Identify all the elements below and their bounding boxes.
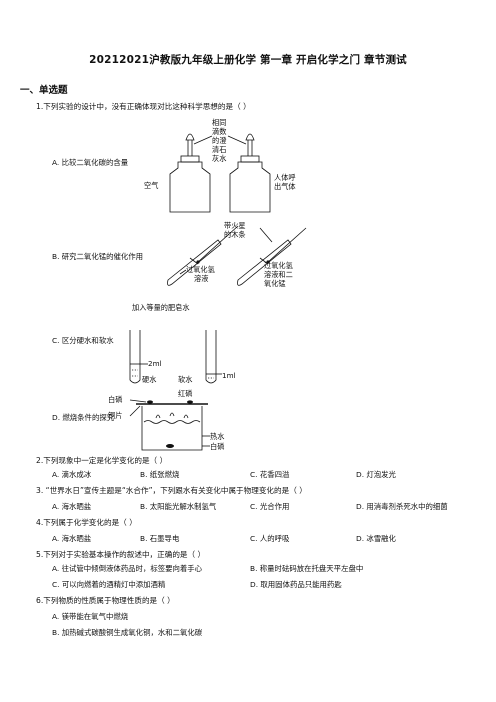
q5-option-a: A. 往试管中倾倒液体药品时，标签要向着手心 bbox=[52, 564, 203, 573]
question-2-stem: 2.下列现象中一定是化学变化的是（ ） bbox=[36, 456, 168, 465]
figure-c-top-label: 加入等量的肥皂水 bbox=[132, 303, 190, 312]
figure-d-copper-label: 铜片 bbox=[108, 411, 122, 420]
figure-a-drop-label-4: 清石 bbox=[212, 145, 226, 154]
figure-a-air-label: 空气 bbox=[144, 181, 158, 190]
q4-option-c: C. 人的呼吸 bbox=[250, 534, 290, 543]
figure-b-left-label-2: 溶液 bbox=[194, 274, 208, 283]
q5-option-c: C. 可以向燃着的酒精灯中添加酒精 bbox=[52, 580, 166, 589]
figure-a-breath-label-1: 人体呼 bbox=[274, 173, 296, 182]
q1-option-d: D. 燃烧条件的探究 bbox=[52, 413, 115, 422]
figure-d-hot-water-label: 热水 bbox=[210, 432, 224, 441]
figure-d-white-phosphorus-top: 白磷 bbox=[108, 395, 122, 404]
figure-c-hard-water-label: 硬水 bbox=[142, 375, 156, 384]
q6-option-a: A. 镁带能在氧气中燃烧 bbox=[52, 612, 129, 621]
figure-d-combustion-beaker: 红磷 白磷 铜片 热水 白磷 bbox=[108, 389, 224, 451]
question-5-stem: 5.下列对于实验基本操作的叙述中，正确的是（ ） bbox=[36, 550, 206, 559]
figure-d-red-phosphorus-label: 红磷 bbox=[178, 389, 192, 398]
question-1-stem: 1.下列实验的设计中，没有正确体现对比这种科学思想的是（ ） bbox=[36, 102, 251, 111]
figure-c-water-tubes: 加入等量的肥皂水 2ml 1ml 硬水 软水 bbox=[129, 303, 236, 384]
figure-c-soft-water-label: 软水 bbox=[178, 375, 192, 384]
figure-b-splint-label-1: 带火星 bbox=[224, 221, 246, 230]
q4-option-a: A. 海水晒盐 bbox=[52, 534, 92, 543]
q5-option-d: D. 取用固体药品只能用药匙 bbox=[250, 580, 342, 589]
q4-option-b: B. 石墨导电 bbox=[140, 534, 180, 543]
figure-a-breath-label-2: 出气体 bbox=[274, 182, 296, 191]
q2-option-a: A. 滴水成冰 bbox=[52, 470, 92, 479]
figure-a-drop-label-1: 相同 bbox=[212, 118, 226, 127]
q1-option-c: C. 区分硬水和软水 bbox=[52, 336, 114, 345]
section-heading: 一、单选题 bbox=[20, 85, 68, 96]
q1-option-b: B. 研究二氧化锰的催化作用 bbox=[52, 252, 144, 261]
q3-option-c: C. 光合作用 bbox=[250, 502, 290, 511]
figure-b-right-label-2: 溶液和二 bbox=[264, 270, 293, 279]
document-title: 20212021沪教版九年级上册化学 第一章 开启化学之门 章节测试 bbox=[89, 54, 407, 66]
figure-b-right-label-3: 氧化锰 bbox=[264, 279, 286, 288]
q2-option-b: B. 纸张燃烧 bbox=[140, 470, 180, 479]
figure-b-splint-label-2: 的木条 bbox=[224, 230, 246, 239]
q5-option-b: B. 称量时砝码放在托盘天平左盘中 bbox=[250, 564, 364, 573]
q3-option-b: B. 太阳能光解水制氢气 bbox=[140, 502, 217, 511]
figure-b-right-label-1: 过氧化氢 bbox=[264, 261, 293, 270]
q3-option-a: A. 海水晒盐 bbox=[52, 502, 92, 511]
q3-option-d: D. 用消毒剂杀死水中的细菌 bbox=[356, 502, 448, 511]
question-4-stem: 4.下列属于化学变化的是（ ） bbox=[36, 518, 137, 527]
figure-c-left-volume: 2ml bbox=[148, 359, 162, 368]
figure-c-right-volume: 1ml bbox=[222, 371, 236, 380]
q2-option-d: D. 灯泡发光 bbox=[356, 470, 396, 479]
figure-b-catalyst-tubes: 带火星 的木条 过氧化氢 溶液 过氧化氢 溶液和二 氧化锰 bbox=[167, 221, 307, 288]
q6-option-b: B. 加热碱式碳酸铜生成氧化铜，水和二氧化碳 bbox=[52, 628, 203, 637]
question-3-stem: 3. “世界水日”宣传主题是“水合作”，下列跟水有关变化中属于物理变化的是（ ） bbox=[36, 486, 307, 495]
q1-option-a: A. 比较二氧化碳的含量 bbox=[52, 158, 129, 167]
q2-option-c: C. 花香四溢 bbox=[250, 470, 290, 479]
figure-a-drop-label-5: 灰水 bbox=[212, 154, 226, 163]
question-6-stem: 6.下列物质的性质属于物理性质的是（ ） bbox=[36, 596, 175, 605]
q4-option-d: D. 冰雪融化 bbox=[356, 534, 396, 543]
figure-a-drop-label-2: 滴数 bbox=[212, 127, 226, 136]
figure-a-gas-bottles: 相同 滴数 的澄 清石 灰水 空气 人体呼 出气体 bbox=[144, 118, 296, 213]
figure-a-drop-label-3: 的澄 bbox=[212, 136, 227, 145]
figure-b-left-label-1: 过氧化氢 bbox=[186, 265, 215, 274]
figure-d-white-phosphorus-bottom: 白磷 bbox=[210, 442, 224, 451]
